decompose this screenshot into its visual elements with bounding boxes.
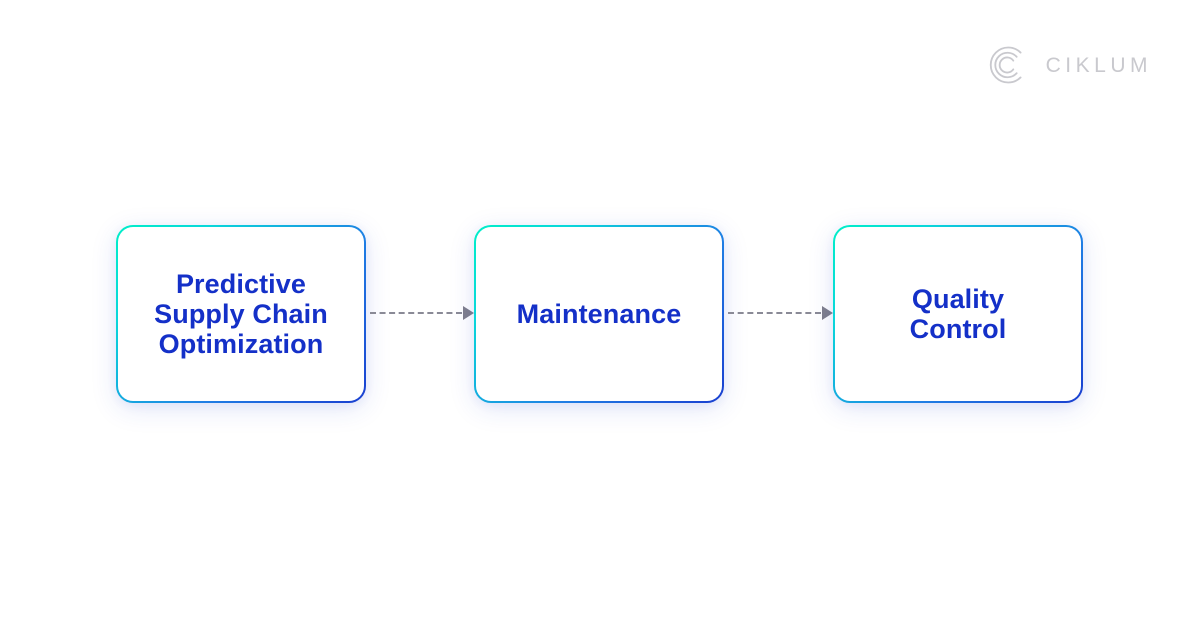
flow-node-label: Maintenance [516, 298, 682, 329]
flow-node-label: Quality Control [909, 283, 1007, 344]
dashed-line [370, 312, 462, 314]
dashed-line [728, 312, 821, 314]
brand-wordmark: CIKLUM [1045, 53, 1152, 77]
flow-node-quality-control[interactable]: Quality Control [833, 225, 1083, 403]
flow-node-predictive-supply-chain-optimization[interactable]: Predictive Supply Chain Optimization [116, 225, 366, 403]
arrowhead-icon [463, 306, 474, 320]
arrowhead-icon [822, 306, 833, 320]
ciklum-c-arcs-logo-icon [989, 46, 1022, 84]
flow-connector-1 [370, 306, 474, 320]
flow-node-label: Predictive Supply Chain Optimization [154, 268, 328, 360]
brand-logo: CIKLUM [986, 44, 1152, 86]
flow-connector-2 [728, 306, 833, 320]
flow-node-maintenance[interactable]: Maintenance [474, 225, 724, 403]
